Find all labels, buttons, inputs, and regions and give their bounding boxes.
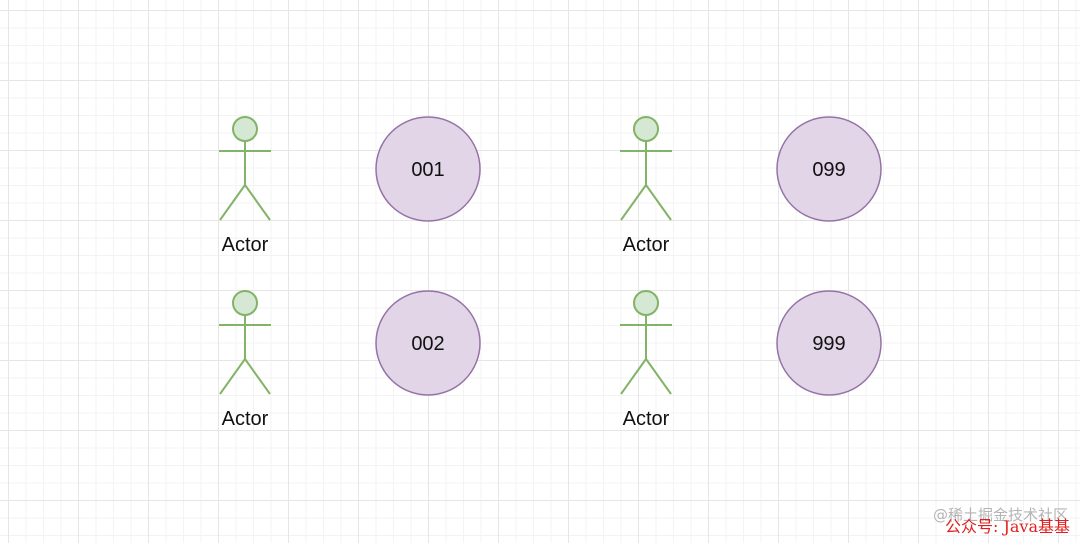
node-label: 002: [411, 333, 444, 355]
actor-label: Actor: [623, 234, 670, 256]
actor-shape[interactable]: [219, 290, 271, 395]
actor-label: Actor: [222, 408, 269, 430]
node-circle[interactable]: [375, 290, 481, 396]
node-circle[interactable]: [776, 290, 882, 396]
actor-label: Actor: [623, 408, 670, 430]
actor-label: Actor: [222, 234, 269, 256]
actor-shape[interactable]: [620, 116, 672, 221]
site-watermark: @稀土掘金技术社区: [932, 506, 1068, 524]
node-label: 001: [411, 159, 444, 181]
account-watermark: 公众号: Java基基: [944, 517, 1070, 536]
node-label: 999: [812, 333, 845, 355]
node-circle[interactable]: [375, 116, 481, 222]
node-circle[interactable]: [776, 116, 882, 222]
actor-shape[interactable]: [219, 116, 271, 221]
actor-shape[interactable]: [620, 290, 672, 395]
node-label: 099: [812, 159, 845, 181]
